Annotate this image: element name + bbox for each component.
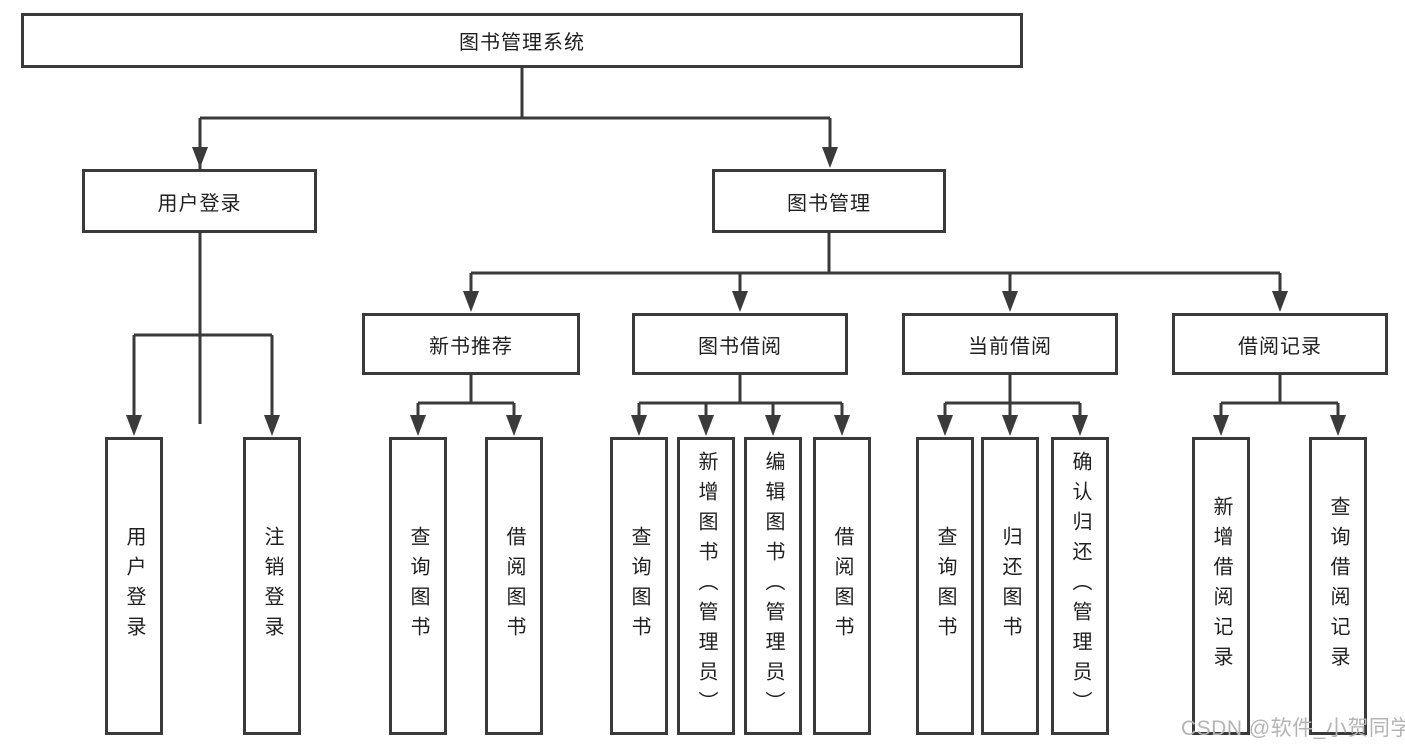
- arrowhead-icon: [192, 147, 208, 168]
- leaf-return-book-label: 归还图书: [999, 526, 1021, 646]
- leaf-query-books-borrowing: 查询图书: [610, 437, 668, 735]
- leaf-borrow-books-borrowing-label: 借阅图书: [831, 526, 853, 646]
- node-book-management-label: 图书管理: [787, 192, 871, 215]
- node-user-login: 用户登录: [82, 169, 317, 233]
- node-new-book-recommend-label: 新书推荐: [429, 335, 513, 358]
- leaf-logout: 注销登录: [243, 437, 301, 735]
- leaf-logout-label: 注销登录: [261, 526, 283, 646]
- leaf-edit-book-admin-label: 编辑图书（管理员）: [762, 451, 784, 721]
- arrowhead-icon: [631, 415, 647, 436]
- leaf-query-books-recommend-label: 查询图书: [407, 526, 429, 646]
- node-library-system: 图书管理系统: [21, 13, 1023, 68]
- arrowhead-icon: [1272, 291, 1288, 312]
- node-borrow-records: 借阅记录: [1172, 313, 1388, 375]
- arrowhead-icon: [463, 291, 479, 312]
- node-new-book-recommend: 新书推荐: [362, 313, 580, 375]
- arrowhead-icon: [765, 415, 781, 436]
- leaf-add-book-admin-label: 新增图书（管理员）: [695, 451, 717, 721]
- arrowhead-icon: [822, 147, 838, 168]
- arrowhead-icon: [937, 415, 953, 436]
- arrowhead-icon: [732, 291, 748, 312]
- arrowhead-icon: [698, 415, 714, 436]
- leaf-confirm-return-admin-label: 确认归还（管理员）: [1069, 451, 1091, 721]
- arrowhead-icon: [410, 415, 426, 436]
- arrowhead-icon: [506, 415, 522, 436]
- node-current-borrowing-label: 当前借阅: [968, 335, 1052, 358]
- node-current-borrowing: 当前借阅: [902, 313, 1118, 375]
- arrowhead-icon: [1072, 415, 1088, 436]
- node-library-system-label: 图书管理系统: [459, 32, 585, 54]
- arrowhead-icon: [1213, 415, 1229, 436]
- leaf-query-books-recommend: 查询图书: [389, 437, 447, 735]
- leaf-add-borrow-record: 新增借阅记录: [1192, 437, 1250, 735]
- watermark-text: CSDN @软件_小贺同学: [1181, 717, 1405, 740]
- leaf-edit-book-admin: 编辑图书（管理员）: [744, 437, 802, 735]
- node-book-borrowing: 图书借阅: [632, 313, 848, 375]
- node-book-borrowing-label: 图书借阅: [698, 335, 782, 358]
- leaf-query-books-current: 查询图书: [916, 437, 974, 735]
- arrowhead-icon: [126, 415, 142, 436]
- leaf-borrow-books-recommend: 借阅图书: [485, 437, 543, 735]
- leaf-return-book: 归还图书: [981, 437, 1039, 735]
- arrowhead-icon: [1002, 291, 1018, 312]
- leaf-query-borrow-record: 查询借阅记录: [1309, 437, 1367, 735]
- node-user-login-label: 用户登录: [157, 192, 242, 215]
- arrowhead-icon: [1330, 415, 1346, 436]
- arrowhead-icon: [1002, 415, 1018, 436]
- leaf-add-borrow-record-label: 新增借阅记录: [1210, 496, 1232, 676]
- leaf-add-book-admin: 新增图书（管理员）: [677, 437, 735, 735]
- leaf-borrow-books-borrowing: 借阅图书: [813, 437, 871, 735]
- leaf-user-login: 用户登录: [105, 437, 163, 735]
- leaf-borrow-books-recommend-label: 借阅图书: [503, 526, 525, 646]
- leaf-query-books-borrowing-label: 查询图书: [628, 526, 650, 646]
- arrowhead-icon: [264, 415, 280, 436]
- leaf-query-books-current-label: 查询图书: [934, 526, 956, 646]
- leaf-confirm-return-admin: 确认归还（管理员）: [1051, 437, 1109, 735]
- leaf-user-login-label: 用户登录: [123, 526, 145, 646]
- node-book-management: 图书管理: [712, 169, 946, 233]
- leaf-query-borrow-record-label: 查询借阅记录: [1327, 496, 1349, 676]
- arrowhead-icon: [834, 415, 850, 436]
- node-borrow-records-label: 借阅记录: [1238, 335, 1322, 358]
